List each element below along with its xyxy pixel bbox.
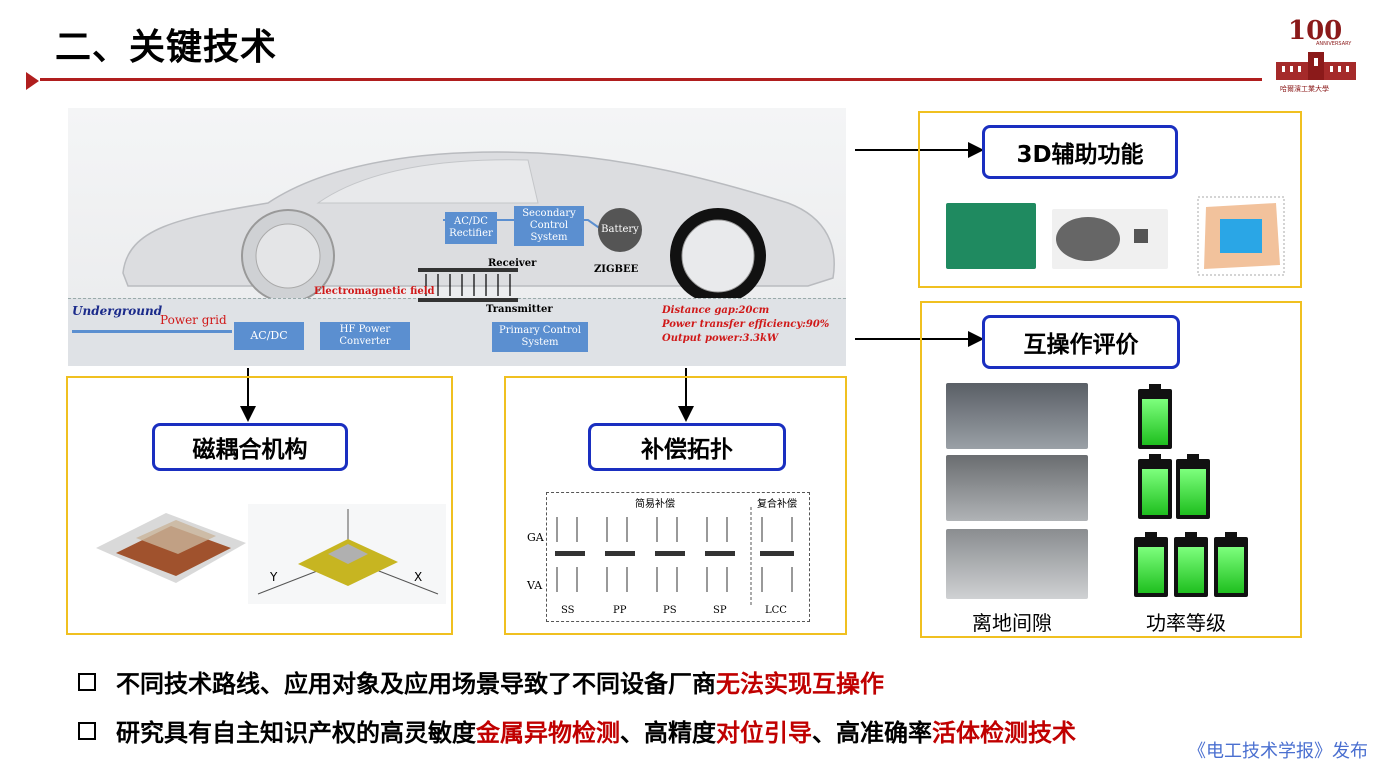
alignment-photo (1052, 209, 1168, 269)
spec-efficiency: Power transfer efficiency:90% (662, 319, 830, 330)
checkbox-square-icon (78, 673, 96, 691)
magnetic-caption: 磁耦合机构 (152, 423, 348, 471)
bullet2-part1: 研究具有自主知识产权的高灵敏度 (116, 719, 476, 747)
va-label: VA (527, 579, 543, 592)
title-divider (40, 78, 1262, 81)
logo-university-name: 哈爾濱工業大學 (1280, 85, 1329, 93)
rectifier-box: AC/DC Rectifier (445, 212, 497, 244)
transmitter-label: Transmitter (486, 304, 553, 315)
battery-circle: Battery (598, 208, 642, 252)
battery-icon (1174, 532, 1208, 597)
magnetic-coupling-panel: 磁耦合机构 Y X (66, 376, 453, 635)
compensation-panel: 补偿拓扑 简易补偿 复合补偿 GA VA SS PP PS SP LCC (504, 376, 847, 635)
bullet2-highlight3: 活体检测技术 (932, 719, 1076, 747)
spec-distance: Distance gap:20cm (662, 305, 770, 316)
logo-number: 100 (1288, 16, 1343, 46)
power-level-label: 功率等级 (1146, 611, 1226, 635)
receiver-label: Receiver (488, 258, 537, 269)
clearance-label: 离地间隙 (972, 611, 1052, 635)
axis-y-label: Y (270, 570, 278, 584)
bullet-research: 研究具有自主知识产权的高灵敏度金属异物检测、高精度对位引导、高准确率活体检测技术 (78, 713, 1076, 748)
topology-figure: 简易补偿 复合补偿 GA VA SS PP PS SP LCC (527, 492, 810, 622)
bullet1-text: 不同技术路线、应用对象及应用场景导致了不同设备厂商 (116, 670, 716, 698)
secondary-control-box: Secondary Control System (514, 206, 584, 246)
assist3d-caption: 3D辅助功能 (982, 125, 1178, 179)
compensation-caption: 补偿拓扑 (588, 423, 786, 471)
wireless-charging-diagram: Receiver Transmitter Electromagnetic fie… (68, 108, 846, 366)
car-photo-1 (946, 383, 1088, 449)
bullet2-highlight1: 金属异物检测 (476, 719, 620, 747)
em-field-label: Electromagnetic field (314, 286, 435, 297)
primary-control-box: Primary Control System (492, 322, 588, 352)
type-pp: PP (613, 605, 627, 616)
coil-field-graphic (418, 268, 518, 302)
battery-icon (1214, 532, 1248, 597)
field-map-chart (1197, 196, 1285, 276)
power-grid-label: Power grid (160, 313, 227, 327)
car-photo-3 (946, 529, 1088, 599)
university-logo: 100 ANNIVERSARY 哈爾濱工業大學 (1270, 14, 1362, 94)
battery-icon (1176, 454, 1210, 519)
car-photo-2 (946, 455, 1088, 521)
bullet-interoperability: 不同技术路线、应用对象及应用场景导致了不同设备厂商无法实现互操作 (78, 664, 884, 699)
underground-label: Underground (72, 304, 163, 318)
type-sp: SP (713, 605, 727, 616)
coil-pad-illustration (96, 513, 246, 583)
type-lcc: LCC (765, 605, 787, 616)
ga-label: GA (527, 531, 544, 544)
bullet1-highlight: 无法实现互操作 (716, 670, 884, 698)
bullet2-part3: 、高准确率 (812, 719, 932, 747)
type-ps: PS (663, 605, 677, 616)
coil-3d-view: Y X (248, 504, 446, 604)
zigbee-label: ZIGBEE (594, 264, 639, 275)
battery-icon (1134, 532, 1168, 597)
battery-icon (1138, 454, 1172, 519)
composite-label: 复合补偿 (757, 499, 797, 510)
bullet2-part2: 、高精度 (620, 719, 716, 747)
acdc-box: AC/DC (234, 322, 304, 350)
title-marker-icon (26, 72, 39, 90)
type-ss: SS (561, 605, 575, 616)
assist3d-panel: 3D辅助功能 (918, 111, 1302, 288)
interop-panel: 互操作评价 离地间隙 功率等级 (920, 301, 1302, 638)
pad-photo (946, 203, 1036, 269)
building-icon (1276, 52, 1356, 80)
simple-label: 简易补偿 (635, 499, 675, 510)
page-title: 二、关键技术 (55, 27, 278, 68)
bullet2-highlight2: 对位引导 (716, 719, 812, 747)
grid-line (72, 330, 232, 333)
battery-icon (1138, 384, 1172, 449)
logo-anniversary: ANNIVERSARY (1316, 41, 1352, 47)
hf-converter-box: HF Power Converter (320, 322, 410, 350)
spec-power: Output power:3.3kW (662, 333, 779, 344)
axis-x-label: X (414, 570, 423, 584)
interop-caption: 互操作评价 (982, 315, 1180, 369)
source-credit: 《电工技术学报》发布 (1188, 741, 1368, 762)
checkbox-square-icon (78, 722, 96, 740)
